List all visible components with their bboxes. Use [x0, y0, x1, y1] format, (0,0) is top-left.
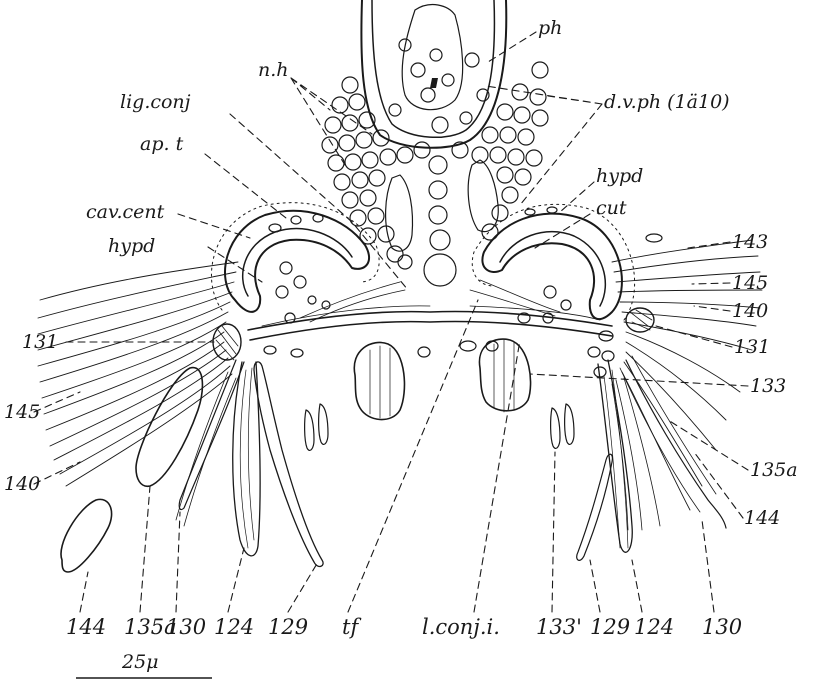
label-129-right-bottom: 129: [590, 615, 630, 639]
conjunctive-ligament: [248, 280, 612, 357]
label-133p-bottom: 133': [536, 615, 582, 639]
label-133: 133: [750, 375, 786, 397]
label-135a-right: 135a: [750, 459, 798, 481]
hypodermis-right: [472, 204, 662, 377]
muscle-130-left: [176, 360, 244, 526]
label-hypd-left: hypd: [108, 235, 155, 257]
muscle-144-left: [61, 499, 112, 572]
label-tf-bottom: tf: [342, 615, 361, 639]
label-143: 143: [732, 231, 768, 253]
muscle-124-left: [233, 362, 260, 556]
label-131-left: 131: [22, 331, 58, 353]
label-cut: cut: [596, 197, 627, 219]
label-144-right: 144: [744, 507, 780, 529]
muscle-133-left: [354, 342, 404, 419]
label-140-left: 140: [4, 473, 40, 495]
label-lconji-bottom: l.conj.i.: [422, 615, 500, 639]
scale-bar-label: 25μ: [121, 651, 159, 673]
label-124-bottom: 124: [214, 615, 254, 639]
label-cavcent: cav.cent: [86, 201, 165, 223]
muscle-129-left: [254, 362, 323, 567]
label-hypd-right: hypd: [596, 165, 643, 187]
label-129-bottom: 129: [268, 615, 308, 639]
cell-cluster-right: [468, 62, 548, 240]
label-ph: ph: [538, 17, 562, 39]
hypodermis-left: [211, 203, 379, 323]
pharynx: [361, 0, 506, 148]
label-131-right: 131: [734, 336, 770, 358]
label-dvph: d.v.ph (1ä10): [604, 91, 730, 113]
cell-cluster-center: [414, 142, 468, 286]
muscle-133-right: [479, 339, 530, 412]
nodule-131-right: [626, 308, 654, 332]
label-130-right-bottom: 130: [702, 615, 742, 639]
label-140-right: 140: [732, 300, 768, 322]
muscle-133p-pair-left: [305, 404, 328, 450]
label-apt: ap. t: [140, 133, 184, 155]
label-124-right-bottom: 124: [634, 615, 674, 639]
muscle-129-right: [577, 454, 613, 560]
muscle-133p-pair-right: [551, 404, 574, 448]
label-ligconj: lig.conj: [120, 91, 191, 113]
label-144-bottom: 144: [66, 615, 106, 639]
label-145-left: 145: [4, 401, 40, 423]
label-145-right: 145: [732, 272, 768, 294]
nodule-131-left: [213, 324, 241, 360]
label-130-bottom: 130: [166, 615, 206, 639]
label-nh: n.h: [258, 59, 289, 81]
scale-bar: 25μ: [76, 651, 212, 678]
